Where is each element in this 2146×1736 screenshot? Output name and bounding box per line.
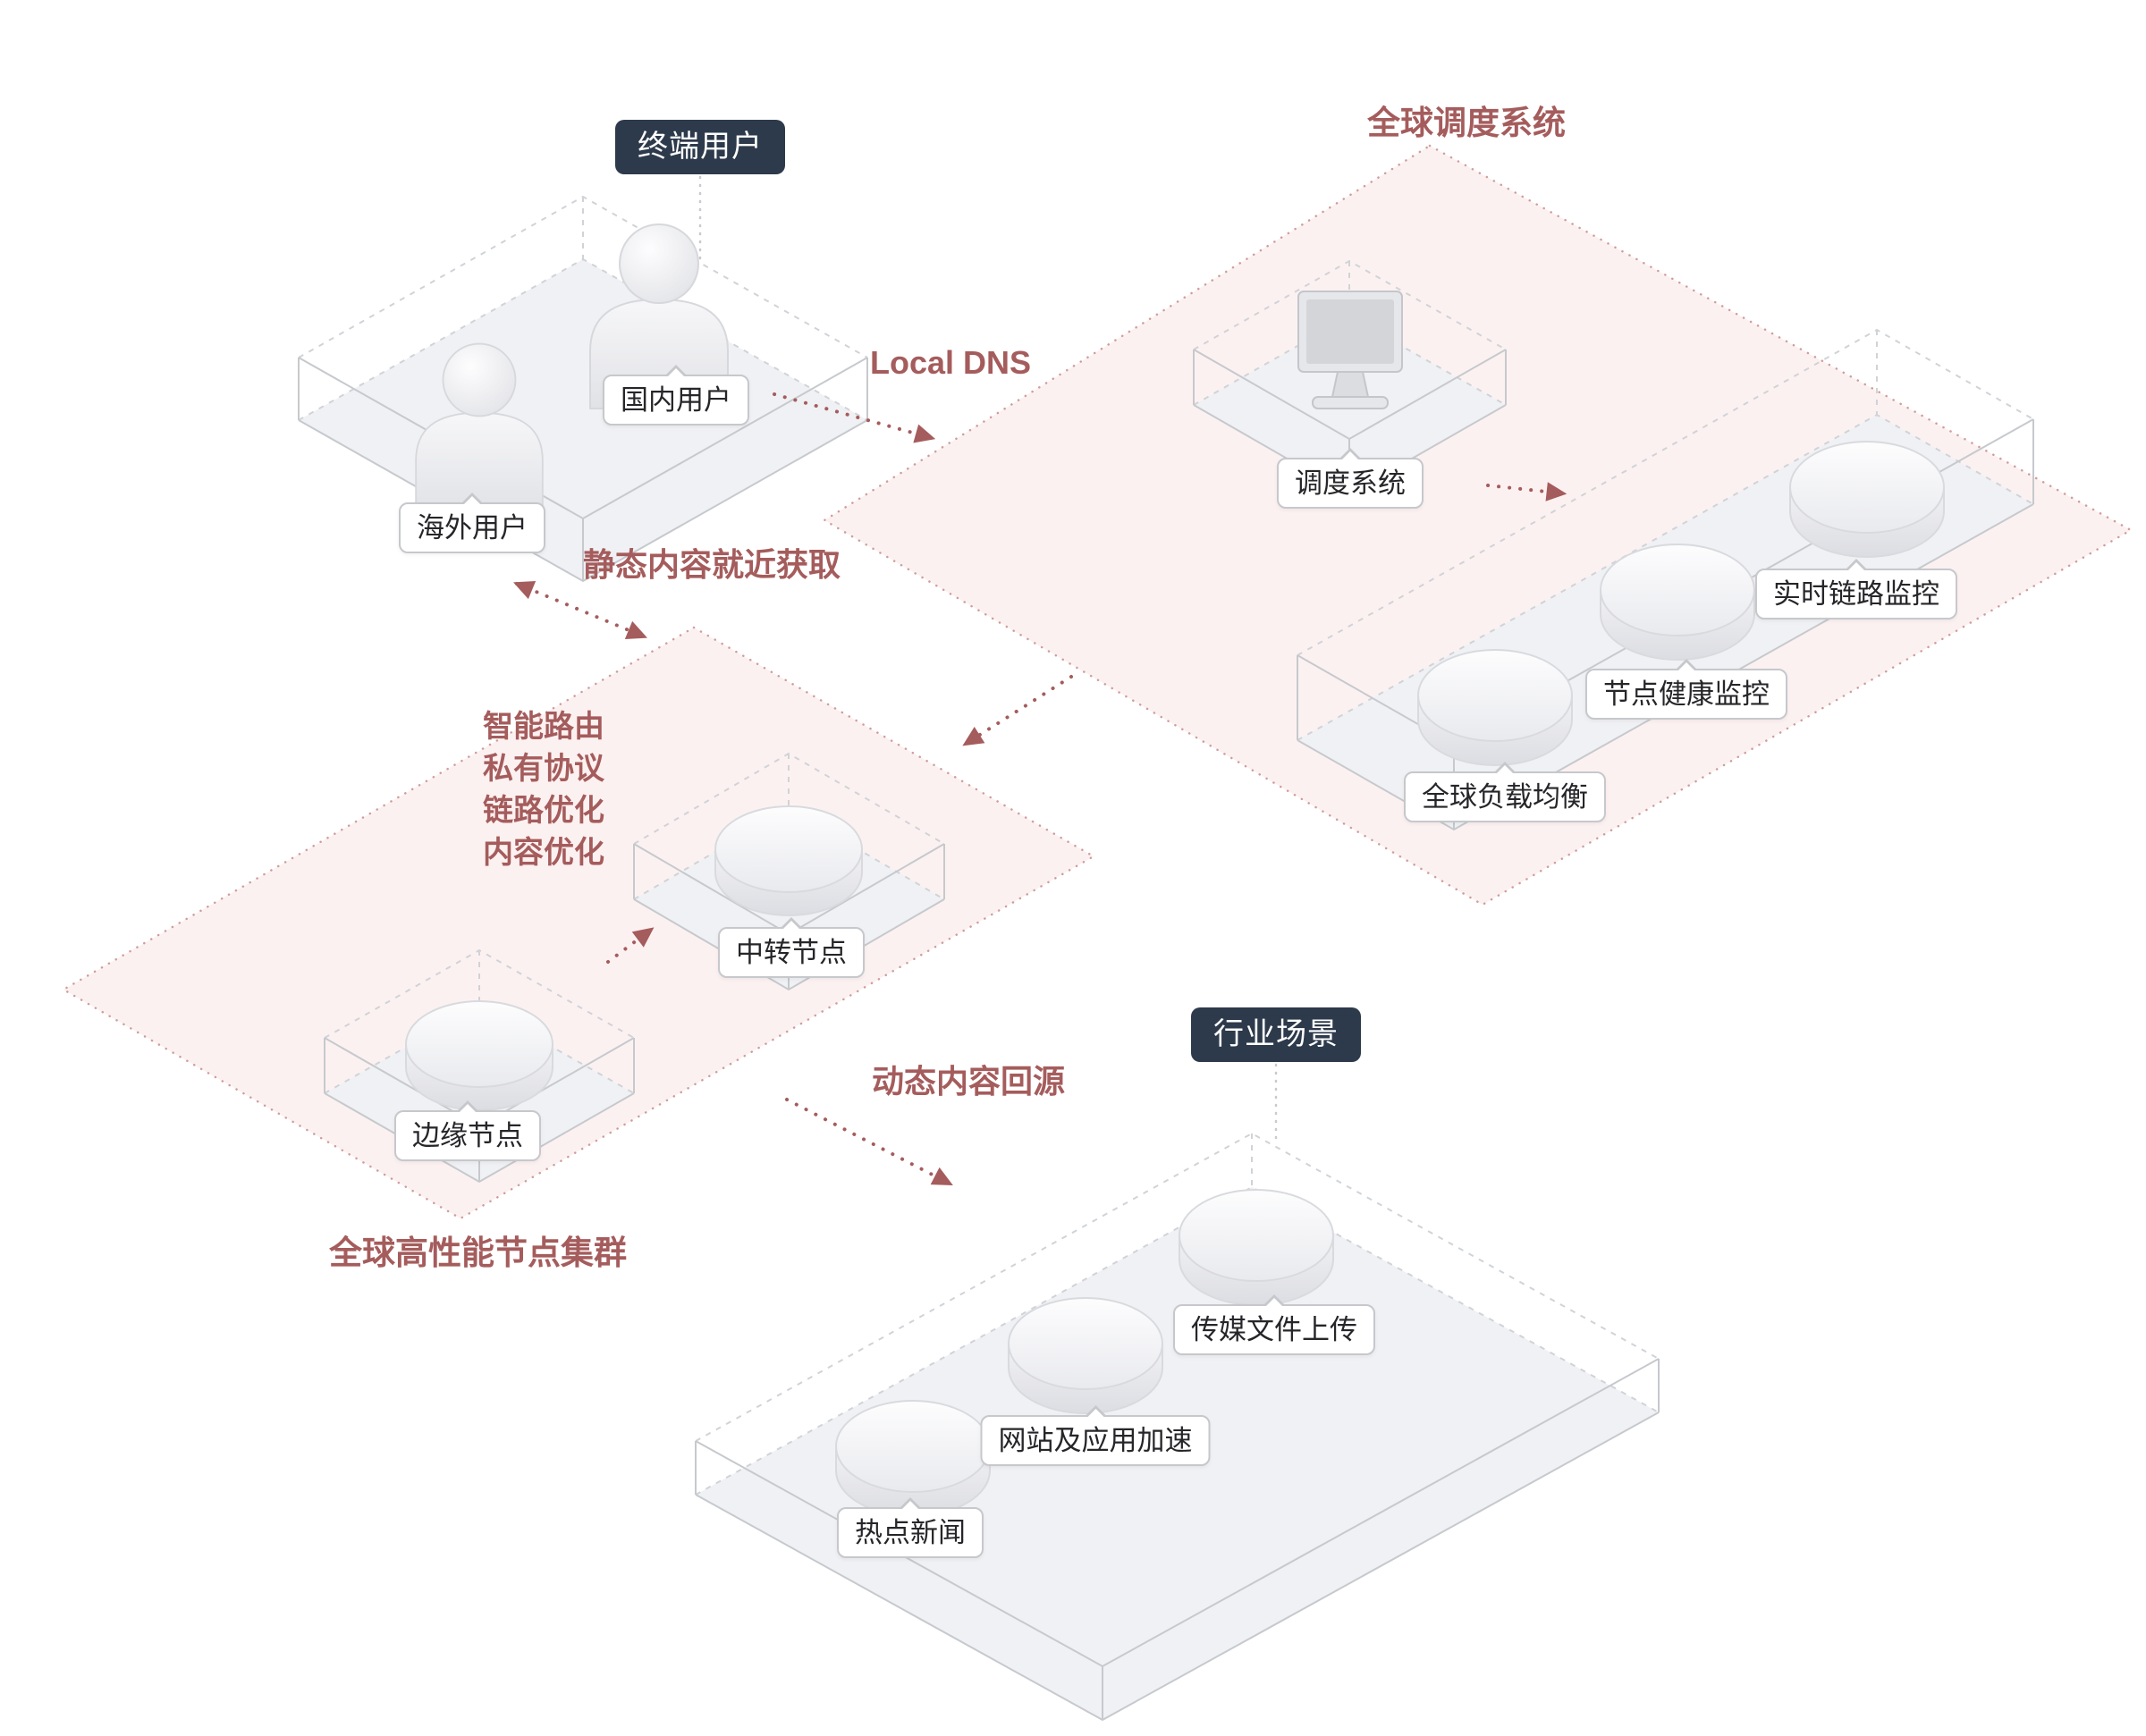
edge-to-transit-arrow — [606, 927, 655, 964]
web-accel-disk-icon — [1008, 1297, 1163, 1414]
dynamic-origin-arrow — [785, 1098, 953, 1185]
label-overseas-user: 海外用户 — [399, 502, 545, 554]
flow-local-dns: Local DNS — [870, 344, 1032, 381]
label-health-monitor: 节点健康监控 — [1585, 669, 1787, 721]
label-media-upload: 传媒文件上传 — [1173, 1304, 1375, 1356]
media-upload-disk-icon — [1179, 1189, 1334, 1306]
label-edge-node: 边缘节点 — [394, 1110, 541, 1162]
feature-item: 智能路由 — [483, 710, 604, 744]
flow-dynamic-origin: 动态内容回源 — [872, 1063, 1066, 1100]
label-link-monitor: 实时链路监控 — [1755, 569, 1957, 620]
hot-news-disk-icon — [835, 1400, 991, 1517]
badge-end-users: 终端用户 — [615, 120, 785, 174]
title-node-cluster-region: 全球高性能节点集群 — [329, 1235, 627, 1271]
feature-list: 智能路由 私有协议 链路优化 内容优化 — [483, 706, 604, 874]
overseas-user-figure-icon — [415, 342, 544, 514]
health-monitor-disk-icon — [1600, 544, 1755, 661]
link-monitor-disk-icon — [1789, 441, 1945, 558]
static-content-double-arrow — [512, 581, 648, 639]
label-scheduler: 调度系统 — [1277, 458, 1424, 510]
badge-industry: 行业场景 — [1191, 1007, 1361, 1062]
load-balance-disk-icon — [1417, 649, 1573, 766]
feature-item: 私有协议 — [483, 752, 604, 786]
transit-node-disk-icon — [714, 805, 863, 916]
title-scheduling-region: 全球调度系统 — [1367, 105, 1566, 141]
feature-item: 链路优化 — [483, 794, 604, 828]
scheduling-region — [822, 144, 2133, 906]
end-users-box — [298, 195, 868, 583]
node-cluster-region — [61, 626, 1096, 1220]
label-domestic-user: 国内用户 — [603, 375, 749, 426]
label-transit-node: 中转节点 — [718, 927, 865, 979]
label-load-balance: 全球负载均衡 — [1404, 771, 1606, 823]
scheduler-to-monitoring-arrow — [1486, 482, 1567, 501]
label-hot-news: 热点新闻 — [837, 1507, 984, 1559]
label-web-accel: 网站及应用加速 — [980, 1415, 1211, 1467]
feature-item: 内容优化 — [483, 836, 604, 870]
scheduler-monitor-icon — [1297, 291, 1403, 409]
edge-node-disk-icon — [405, 1000, 553, 1111]
scheduling-to-transit-arrow — [962, 675, 1073, 746]
flow-static-content: 静态内容就近获取 — [583, 546, 841, 583]
